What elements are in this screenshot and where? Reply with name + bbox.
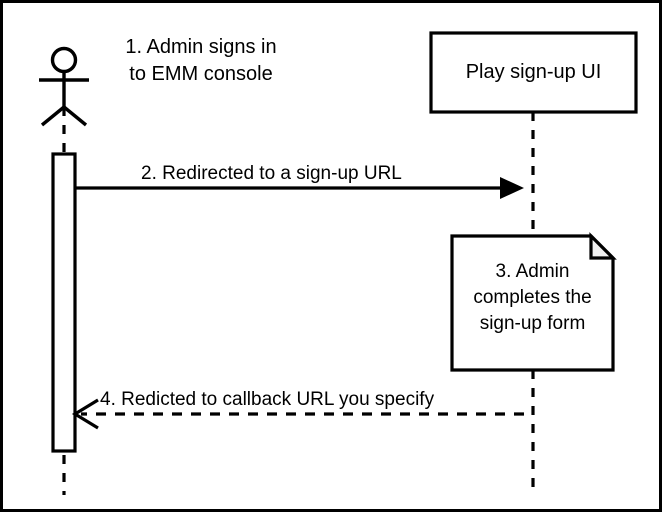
diagram-svg <box>39 31 638 495</box>
participant-box-play-signup-ui <box>429 31 638 114</box>
annotation-step-1: 1. Admin signs in to EMM console <box>103 34 299 88</box>
note-text-step-3: 3. Admin completes the sign-up form <box>452 259 613 337</box>
message-label-step-2: 2. Redirected to a sign-up URL <box>141 163 402 184</box>
note-step-3-line-2: completes the <box>473 287 592 308</box>
stick-figure-icon <box>39 46 89 127</box>
note-fold-corner-icon <box>589 232 617 260</box>
note-step-3-line-3: sign-up form <box>479 313 586 334</box>
note-step-3 <box>450 232 617 372</box>
message-label-step-4: 4. Redicted to callback URL you specify <box>100 389 435 410</box>
note-step-3-line-1: 3. Admin <box>495 261 570 282</box>
annotation-step-1-line-1: 1. Admin signs in <box>125 36 277 58</box>
message-arrowhead-step-2 <box>500 177 524 199</box>
message-arrowhead-step-4 <box>71 398 99 430</box>
annotation-step-1-line-2: to EMM console <box>129 63 273 85</box>
participant-label-play-signup-ui: Play sign-up UI <box>465 61 602 83</box>
actor-activation-bar <box>51 152 77 453</box>
